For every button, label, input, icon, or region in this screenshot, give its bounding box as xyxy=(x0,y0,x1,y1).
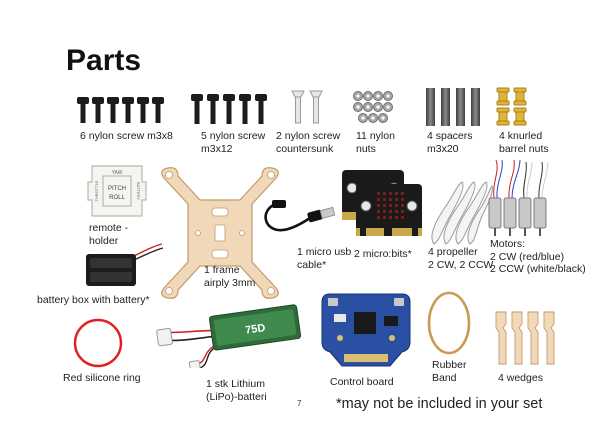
battery-box-label: battery box with battery* xyxy=(37,294,150,306)
spacer-icon xyxy=(426,88,480,126)
remote-holder-icon: YAW PITCH ROLL THROTTLE BATTERY xyxy=(87,165,147,217)
propellers-label-2: 2 CW, 2 CCW xyxy=(428,258,494,271)
usb-cable-icon xyxy=(264,200,336,232)
nylon-nuts-label-2: nuts xyxy=(356,142,376,155)
barrel-nuts-label-2: barrel nuts xyxy=(499,142,549,155)
rubber-band-label-1: Rubber xyxy=(432,359,467,371)
barrel-nuts-label-1: 4 knurled xyxy=(499,130,543,142)
screws-m3x8-label: 6 nylon screw m3x8 xyxy=(80,130,173,142)
usb-cable-label-2: cable* xyxy=(297,258,327,271)
remote-holder-battery-text: BATTERY xyxy=(136,182,141,200)
usb-cable-label-1: 1 micro usb xyxy=(297,246,352,258)
screws-countersunk-label-2: countersunk xyxy=(276,142,334,155)
spacers-label-1: 4 spacers xyxy=(427,130,473,142)
lipo-battery-label-1: 1 stk Lithium xyxy=(206,378,265,390)
footnote: *may not be included in your set xyxy=(336,396,543,412)
battery-box-icon xyxy=(86,243,164,286)
remote-holder-label-1: remote - xyxy=(89,222,129,234)
frame-label-2: airply 3mm xyxy=(204,276,256,289)
spacers-label-2: m3x20 xyxy=(427,142,459,155)
nut-icon xyxy=(353,91,393,123)
control-board-label: Control board xyxy=(330,376,394,388)
screws-m3x12-label-2: m3x12 xyxy=(201,142,233,155)
propeller-icon xyxy=(431,181,493,245)
propellers-label-1: 4 propeller xyxy=(428,246,478,258)
screws-countersunk-label-1: 2 nylon screw xyxy=(276,130,341,142)
wedges-label: 4 wedges xyxy=(498,372,543,384)
motor-icon xyxy=(488,159,549,236)
barrel-nut-icon xyxy=(496,87,527,126)
silicone-ring-label: Red silicone ring xyxy=(63,372,141,384)
screw-icon xyxy=(77,97,164,123)
remote-holder-label-2: holder xyxy=(89,234,119,247)
lipo-battery-label-2: (LiPo)-batteri xyxy=(206,390,267,403)
remote-holder-throttle-text: THROTTLE xyxy=(94,180,99,201)
remote-holder-yaw-text: YAW xyxy=(112,170,123,176)
frame-icon xyxy=(161,167,279,299)
motors-label-3: 2 CCW (white/black) xyxy=(490,263,586,275)
screws-m3x12-label-1: 5 nylon screw xyxy=(201,130,266,142)
rubber-band-label-2: Band xyxy=(432,371,457,384)
remote-holder-roll-text: ROLL xyxy=(109,195,125,201)
screw-icon xyxy=(291,90,323,124)
microbit-icon xyxy=(342,170,422,236)
frame-label-1: 1 frame xyxy=(204,264,240,276)
nylon-nuts-label-1: 11 nylon xyxy=(356,130,395,142)
motors-label-2: 2 CW (red/blue) xyxy=(490,250,565,263)
battery-brand-text: 75D xyxy=(244,322,266,337)
screw-icon xyxy=(191,94,267,124)
motors-label-1: Motors: xyxy=(490,238,526,250)
wedge-icon xyxy=(495,311,555,365)
page-title: Parts xyxy=(66,44,142,77)
microbits-label: 2 micro:bits* xyxy=(354,248,412,260)
page-number: 7 xyxy=(297,399,302,408)
rubber-band-icon xyxy=(427,291,471,355)
ring-icon xyxy=(73,318,123,368)
lipo-battery-icon: 75D xyxy=(156,304,302,368)
remote-holder-pitch-text: PITCH xyxy=(108,186,126,192)
control-board-icon xyxy=(321,293,411,367)
